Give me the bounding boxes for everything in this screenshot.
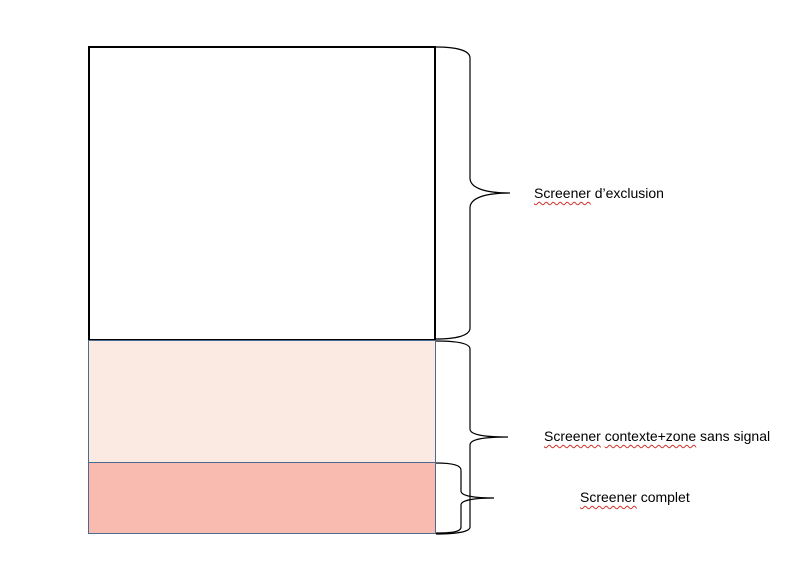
label-complete-word1: Screener (580, 489, 637, 505)
label-exclusion-rest: d’exclusion (590, 185, 664, 201)
brace-complete (435, 462, 495, 534)
label-complete-screener: Screener complet (580, 489, 690, 505)
label-complete-rest: complet (636, 489, 690, 505)
label-context-word1: Screener (544, 428, 601, 444)
label-exclusion-word1: Screener (534, 185, 591, 201)
label-exclusion-screener: Screener d’exclusion (534, 185, 664, 201)
label-context-screener: Screener contexte+zone sans signal (544, 428, 770, 444)
brace-context (435, 340, 509, 535)
label-context-word2: contexte+zone (604, 428, 697, 444)
context-zone-box (88, 340, 436, 463)
exclusion-zone-box (88, 46, 436, 341)
label-context-rest: sans signal (696, 428, 771, 444)
complete-zone-box (88, 462, 436, 534)
brace-exclusion (435, 46, 511, 340)
